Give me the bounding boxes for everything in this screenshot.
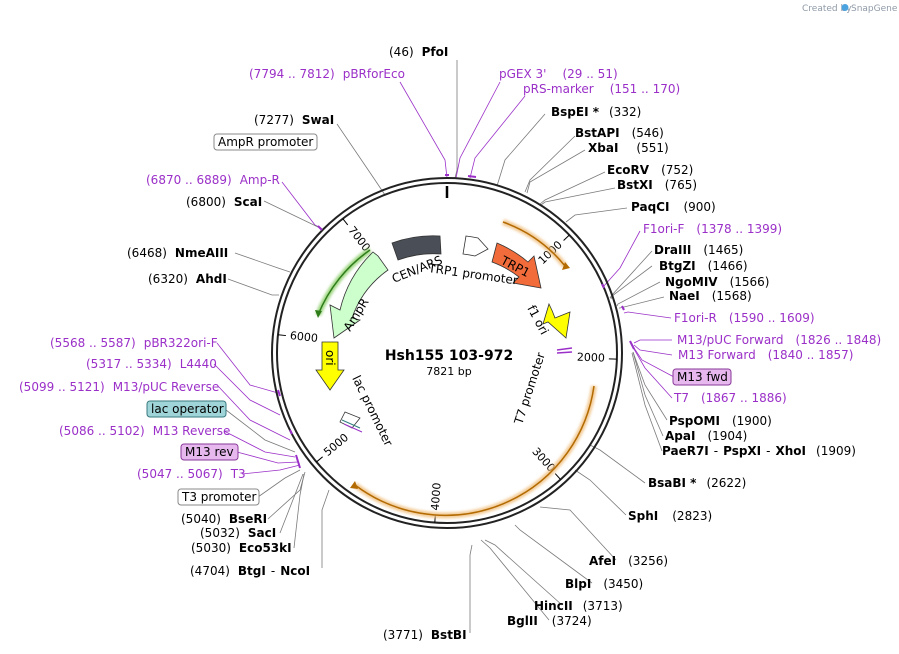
box-m13-rev	[180, 443, 239, 461]
features	[315, 235, 573, 433]
feature-lac-marker	[341, 419, 361, 429]
tick-label-5000: 5000	[321, 431, 351, 459]
credit-prefix: Created by	[802, 4, 852, 14]
plasmid-length: 7821 bp	[426, 365, 471, 378]
orf-arc-3-line	[317, 249, 371, 316]
site-naei: NaeI(1568)	[669, 289, 752, 303]
label-t3-promoter: T3 promoter	[181, 490, 257, 504]
label-m13-rev: M13 rev	[185, 445, 234, 459]
site-hincii: HincII(3713)	[534, 599, 623, 613]
primer-pbrforeco: (7794 .. 7812)pBRforEco	[249, 67, 405, 81]
site-blpi: BlpI(3450)	[565, 577, 643, 591]
primer-t3: (5047 .. 5067)T3	[137, 467, 246, 481]
primer-f1ori-r: F1ori-R(1590 .. 1609)	[674, 311, 815, 325]
feature-t7-marker-2	[556, 351, 573, 354]
site-pfoi: (46)PfoI	[389, 45, 448, 59]
feature-cen-ars	[391, 235, 442, 261]
tick-mark-1000	[563, 234, 570, 241]
tick-mark-5000	[316, 456, 323, 463]
site-btgzi: BtgZI(1466)	[659, 259, 748, 273]
site-apai: ApaI(1904)	[665, 429, 747, 443]
box-m13-fwd	[672, 368, 732, 386]
primer-m13-forward: M13 Forward(1840 .. 1857)	[678, 348, 853, 362]
primer-m13puc-reverse: (5099 .. 5121)M13/pUC Reverse	[19, 380, 219, 394]
site-bsabi: BsaBI *(2622)	[648, 476, 746, 490]
tick-mark-3000	[554, 473, 561, 480]
label-t7-promoter: T7 promoter	[511, 351, 548, 427]
label-m13-fwd: M13 fwd	[677, 370, 728, 384]
label-ori: ori	[323, 350, 337, 366]
box-t3-promoter	[177, 488, 260, 506]
site-bstapi: BstAPI(546)	[575, 126, 664, 140]
site-saci: (5032)SacI	[200, 526, 276, 540]
feature-trp1-promoter	[462, 235, 489, 257]
feature-ori	[315, 341, 345, 391]
site-afei: AfeI(3256)	[589, 554, 668, 568]
feature-arcs	[315, 219, 597, 519]
tick-label-4000: 4000	[429, 482, 444, 511]
orf-arc-2-line	[354, 385, 595, 517]
label-lac-operator: lac operator	[151, 402, 224, 416]
snapgene-logo-icon	[841, 4, 849, 11]
tick-mark-6000	[277, 334, 286, 337]
feature-ampr	[329, 251, 389, 339]
feature-lac-marker-2	[343, 423, 363, 433]
site-pspomi: PspOMI(1900)	[669, 414, 772, 428]
site-ahdi: (6320)AhdI	[148, 272, 227, 286]
primer-m13puc-forward: M13/pUC Forward(1826 .. 1848)	[677, 333, 881, 347]
site-bstbi: (3771)BstBI	[383, 628, 467, 642]
credit-brand: SnapGene	[851, 4, 898, 14]
label-ampr-promoter: AmpR promoter	[218, 135, 313, 149]
site-bstxi: BstXI(765)	[617, 178, 697, 192]
primer-f1ori-f: F1ori-F(1378 .. 1399)	[643, 222, 782, 236]
site-labels: (46)PfoI (7794 .. 7812)pBRforEco pGEX 3'…	[19, 45, 881, 642]
primer-l4440: (5317 .. 5334)L4440	[86, 357, 217, 371]
site-xbai: XbaI(551)	[588, 141, 669, 155]
site-paqci: PaqCI(900)	[631, 200, 716, 214]
primer-t7: T7(1867 .. 1886)	[673, 391, 787, 405]
feature-trp1	[491, 242, 542, 289]
feature-t7-marker	[556, 347, 573, 351]
tick-label-6000: 6000	[289, 329, 318, 345]
site-btgi-ncoi: (4704)BtgI-NcoI	[190, 564, 310, 578]
primer-amp-r: (6870 .. 6889)Amp-R	[146, 173, 280, 187]
label-lac-promoter: lac promoter	[349, 373, 395, 448]
primer-prs-marker: pRS-marker(151 .. 170)	[523, 82, 680, 96]
site-bspei: BspEI *(332)	[551, 105, 641, 119]
site-nmeaiii: (6468)NmeAIII	[127, 246, 228, 260]
primer-ticks	[277, 174, 635, 469]
site-swai: (7277)SwaI	[254, 113, 334, 127]
site-ngomiv: NgoMIV(1566)	[665, 275, 769, 289]
site-scai: (6800)ScaI	[186, 195, 262, 209]
primer-m13-reverse: (5086 .. 5102)M13 Reverse	[59, 424, 230, 438]
box-lac-operator	[146, 400, 227, 418]
feature-f1-ori	[542, 302, 571, 339]
site-bglii: BglII(3724)	[507, 614, 592, 628]
orf-arrow-1	[562, 262, 570, 270]
plasmid-name: Hsh155 103-972	[385, 348, 513, 364]
site-bseri: (5040)BseRI	[181, 512, 267, 526]
site-ecorv: EcoRV(752)	[607, 163, 693, 177]
orf-arrow-3	[315, 310, 322, 318]
site-draiii: DraIII(1465)	[654, 243, 743, 257]
backbone-inner	[276, 182, 618, 524]
backbone-outer	[271, 177, 623, 529]
site-eco53ki: (5030)Eco53kI	[191, 541, 292, 555]
orf-arrow-2	[350, 481, 358, 489]
site-sphi: SphI(2823)	[628, 509, 712, 523]
orf-arc-2	[353, 385, 597, 519]
site-paer7i-pspxi-xhoi: PaeR7I-PspXI-XhoI(1909)	[662, 444, 856, 458]
tick-label-2000: 2000	[577, 351, 605, 365]
primer-pbr322ori-f: (5568 .. 5587)pBR322ori-F	[50, 336, 218, 350]
box-ampr-promoter	[213, 133, 318, 151]
orf-arc-1-line	[502, 221, 566, 267]
primer-pgex3: pGEX 3'(29 .. 51)	[499, 67, 618, 81]
tick-mark-7000	[342, 218, 349, 226]
